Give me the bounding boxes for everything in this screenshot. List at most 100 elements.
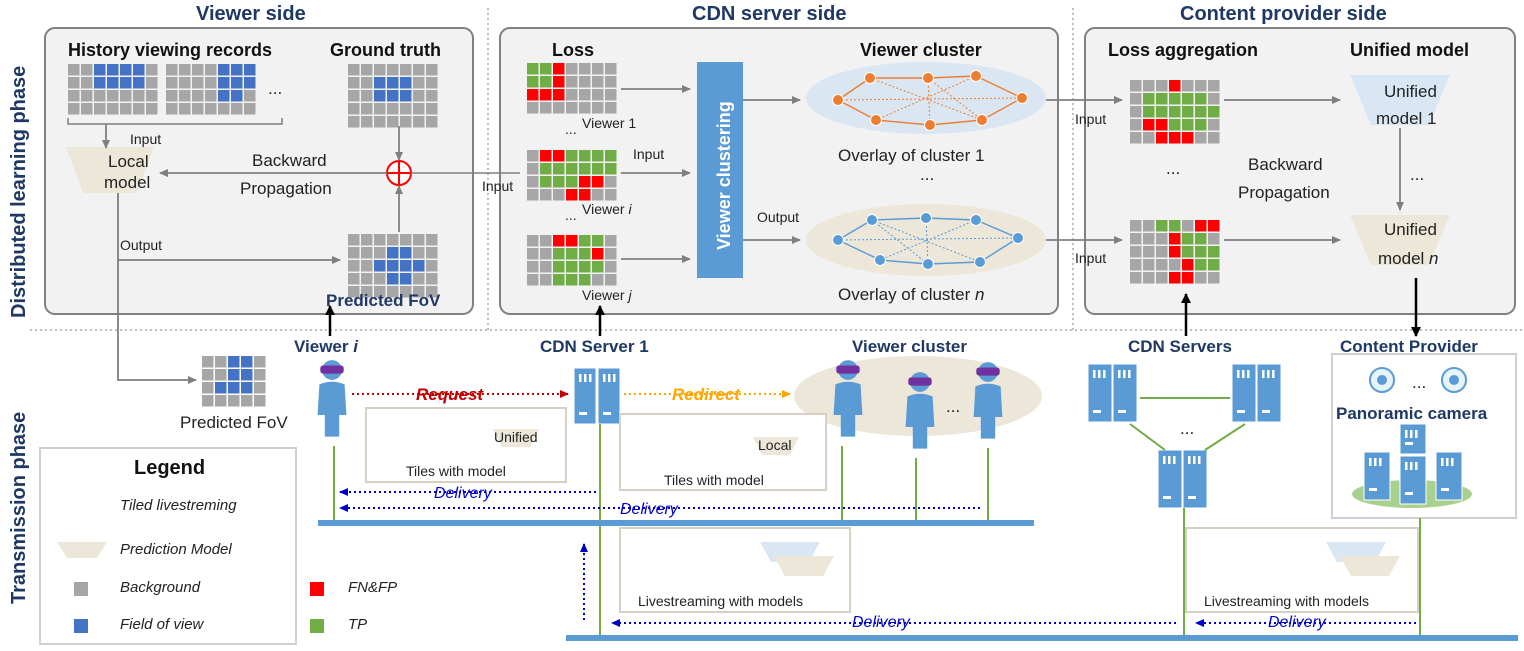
tile xyxy=(1143,259,1155,271)
tile xyxy=(1143,246,1155,258)
tile xyxy=(540,248,552,260)
tile xyxy=(566,89,578,101)
loss-grid-j xyxy=(527,235,617,286)
tile xyxy=(81,64,93,76)
tile xyxy=(592,274,604,286)
tile xyxy=(605,102,617,114)
provider-backward-2: Propagation xyxy=(1238,183,1330,202)
body xyxy=(905,393,935,449)
tile xyxy=(1156,132,1168,144)
tile xyxy=(1195,220,1207,232)
redirect-label: Redirect xyxy=(672,385,741,404)
vent xyxy=(1405,430,1408,438)
node xyxy=(970,214,982,226)
predicted-fov-grid xyxy=(348,234,438,298)
tile xyxy=(1156,93,1168,105)
tile xyxy=(254,369,266,381)
tile xyxy=(540,274,552,286)
body xyxy=(973,383,1003,439)
tile xyxy=(579,63,591,75)
led xyxy=(1441,488,1449,491)
tile xyxy=(348,247,360,259)
tile xyxy=(1156,272,1168,284)
tile xyxy=(1156,233,1168,245)
tile xyxy=(348,90,360,102)
tile xyxy=(540,176,552,188)
tile xyxy=(81,90,93,102)
local-model-label-1: Local xyxy=(108,152,149,171)
tile xyxy=(553,63,565,75)
tile xyxy=(68,64,80,76)
vent xyxy=(1093,370,1096,378)
history-ellipsis: ... xyxy=(268,79,283,98)
tile xyxy=(1195,233,1207,245)
tile xyxy=(133,64,145,76)
vent xyxy=(1237,370,1240,378)
tile xyxy=(179,90,191,102)
tile xyxy=(579,102,591,114)
tile xyxy=(605,235,617,247)
led xyxy=(1118,410,1126,413)
tile xyxy=(107,103,119,115)
tile xyxy=(1169,220,1181,232)
tile xyxy=(361,116,373,128)
panoramic-camera-2 xyxy=(1441,367,1467,393)
tile xyxy=(361,247,373,259)
vent xyxy=(579,374,582,382)
cdn-dots: ... xyxy=(920,165,935,184)
tile xyxy=(1195,272,1207,284)
tile xyxy=(1156,106,1168,118)
cdn-server-left-a xyxy=(1087,363,1113,423)
tile xyxy=(592,248,604,260)
vent xyxy=(603,374,606,382)
tile xyxy=(592,76,604,88)
overlay-cluster-1-label: Overlay of cluster 1 xyxy=(838,146,985,165)
loss-grid-1 xyxy=(527,63,617,114)
tile xyxy=(231,103,243,115)
tile xyxy=(592,102,604,114)
vent xyxy=(1441,458,1444,466)
viewer-1-label: Viewer 1 xyxy=(582,115,637,131)
tile xyxy=(1156,80,1168,92)
unified-model-n-a: Unified xyxy=(1384,220,1437,239)
tile xyxy=(1130,220,1142,232)
node xyxy=(920,212,932,224)
tile xyxy=(218,64,230,76)
edge xyxy=(879,219,977,261)
tile xyxy=(413,103,425,115)
tile xyxy=(579,89,591,101)
tile xyxy=(1195,259,1207,271)
lower-bus xyxy=(566,635,1518,641)
node xyxy=(874,254,886,266)
camera-ellipsis: ... xyxy=(1412,373,1427,392)
edge xyxy=(875,119,931,126)
tile xyxy=(605,76,617,88)
unified-tag-shape xyxy=(493,429,539,447)
tile xyxy=(553,176,565,188)
tile xyxy=(413,116,425,128)
upper-bus xyxy=(318,520,1034,526)
tile xyxy=(361,234,373,246)
tile xyxy=(1169,259,1181,271)
tile xyxy=(400,90,412,102)
tile xyxy=(387,116,399,128)
tile xyxy=(1130,259,1142,271)
tile xyxy=(1130,272,1142,284)
provider-server-top xyxy=(1399,423,1427,455)
tile xyxy=(1195,106,1207,118)
led xyxy=(1093,410,1101,413)
tile xyxy=(1169,119,1181,131)
vent xyxy=(1405,462,1408,470)
local-model-shape xyxy=(66,147,154,193)
tile xyxy=(361,260,373,272)
delivery-label-2: Delivery xyxy=(620,501,678,518)
tile xyxy=(540,89,552,101)
tile xyxy=(133,90,145,102)
loss-agg-grid-1 xyxy=(1130,80,1220,144)
vent xyxy=(1242,370,1245,378)
tile xyxy=(579,274,591,286)
history-label: History viewing records xyxy=(68,40,273,60)
edge xyxy=(837,77,871,101)
tile xyxy=(205,90,217,102)
